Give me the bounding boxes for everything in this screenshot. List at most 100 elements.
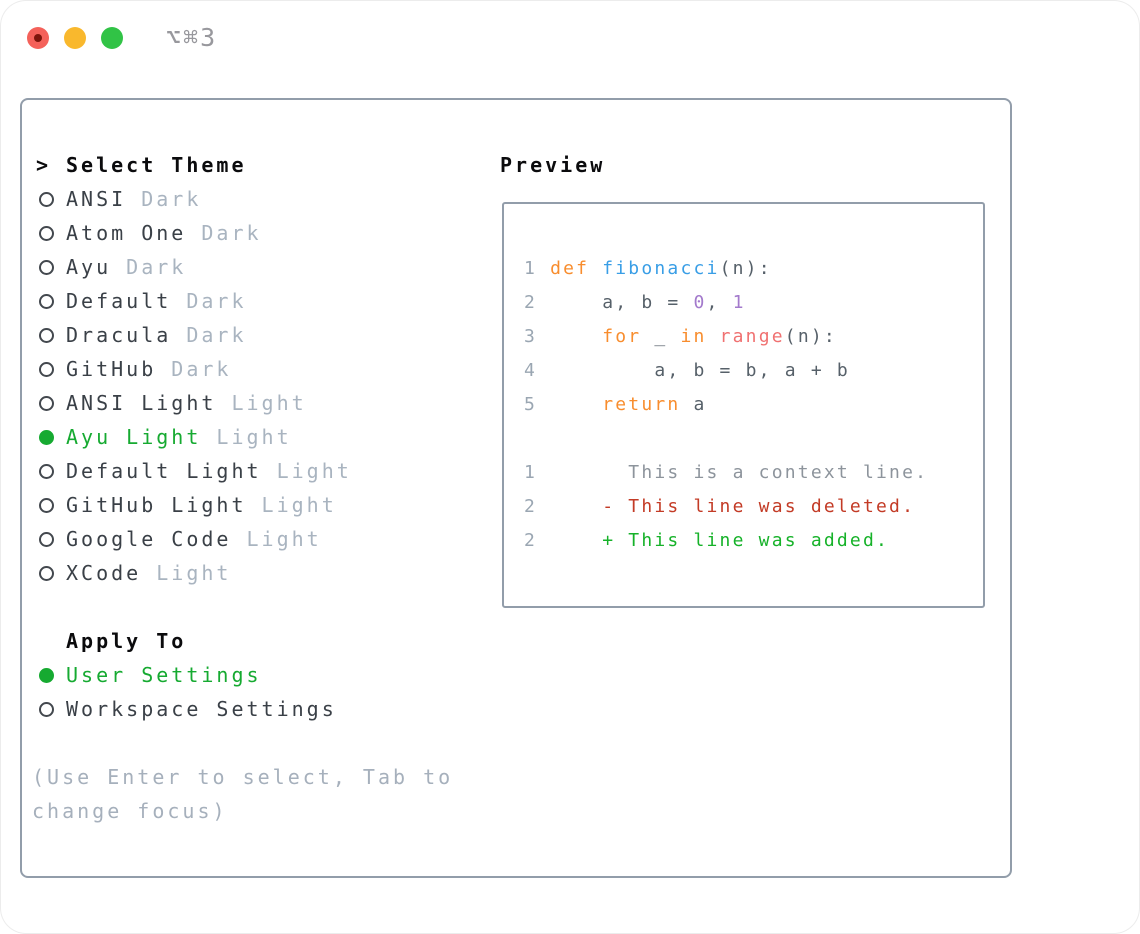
radio-unselected-icon: [39, 293, 54, 309]
code-token-context: This is a context line.: [550, 462, 929, 483]
radio-unselected-icon: [39, 191, 54, 207]
option-label: XCode: [66, 561, 142, 585]
code-token-fg: [550, 394, 602, 415]
radio-unselected-icon: [39, 395, 54, 411]
code-token-fg: [550, 326, 602, 347]
variant-tag: Dark: [186, 221, 262, 245]
radio-unselected-icon: [39, 701, 54, 717]
code-token-builtin: range: [719, 326, 785, 347]
line-number: 2: [524, 530, 551, 551]
code-token-fg: a: [680, 394, 707, 415]
theme-option[interactable]: Ayu Light Light: [36, 420, 496, 454]
window-title: ⌥⌘3: [166, 23, 218, 52]
code-token-fg: a, b =: [550, 292, 694, 313]
option-label: Atom One: [66, 221, 187, 245]
code-token-fg: (n):: [784, 326, 837, 347]
code-token-fg: [707, 326, 720, 347]
theme-option[interactable]: GitHub Dark: [36, 352, 496, 386]
option-label: GitHub: [66, 357, 157, 381]
option-label: User Settings: [66, 663, 262, 687]
apply-to-option[interactable]: Workspace Settings: [36, 692, 496, 726]
theme-option[interactable]: Default Light Light: [36, 454, 496, 488]
preview-header: Preview: [500, 153, 606, 177]
radio-unselected-icon: [39, 463, 54, 479]
variant-tag: Light: [216, 391, 307, 415]
option-label: GitHub Light: [66, 493, 247, 517]
radio-unselected-icon: [39, 531, 54, 547]
radio-unselected-icon: [39, 225, 54, 241]
option-label: Google Code: [66, 527, 232, 551]
theme-option[interactable]: XCode Light: [36, 556, 496, 590]
code-token-keyword: for: [602, 326, 642, 347]
select-theme-header-row: > Select Theme: [36, 148, 496, 182]
code-token-added: + This line was added.: [550, 530, 890, 551]
apply-to-header-row: Apply To: [36, 624, 496, 658]
code-line: 1 This is a context line.: [524, 456, 983, 490]
line-number: 1: [524, 462, 551, 483]
radio-unselected-icon: [39, 327, 54, 343]
variant-tag: Dark: [171, 289, 247, 313]
theme-option[interactable]: Default Dark: [36, 284, 496, 318]
option-label: Ayu Light: [66, 425, 202, 449]
unsaved-dot-icon: [34, 34, 42, 42]
zoom-button[interactable]: [101, 27, 123, 49]
option-label: Dracula: [66, 323, 172, 347]
code-line: 1 def fibonacci(n):: [524, 252, 983, 286]
option-label: Default: [66, 289, 172, 313]
theme-option[interactable]: Dracula Dark: [36, 318, 496, 352]
prompt-icon: >: [36, 153, 52, 177]
code-blank-line: [524, 422, 983, 456]
line-number: 5: [524, 394, 551, 415]
code-token-number: 1: [732, 292, 746, 313]
code-token-fg: ,: [706, 292, 733, 313]
code-token-fg: a, b = b, a + b: [550, 360, 850, 381]
variant-tag: Dark: [111, 255, 187, 279]
radio-unselected-icon: [39, 361, 54, 377]
line-number: 4: [524, 360, 551, 381]
code-line: 2 - This line was deleted.: [524, 490, 983, 524]
variant-tag: Light: [201, 425, 292, 449]
variant-tag: Dark: [156, 357, 232, 381]
radio-selected-icon: [39, 429, 54, 445]
code-line: 2 a, b = 0, 1: [524, 286, 983, 320]
variant-tag: Light: [261, 459, 352, 483]
theme-option[interactable]: GitHub Light Light: [36, 488, 496, 522]
code-line: 4 a, b = b, a + b: [524, 354, 983, 388]
option-label: ANSI: [66, 187, 127, 211]
radio-unselected-icon: [39, 565, 54, 581]
code-token-fg: (n):: [719, 258, 772, 279]
code-token-keyword: def: [550, 258, 603, 279]
code-line: 3 for _ in range(n):: [524, 320, 983, 354]
theme-option[interactable]: ANSI Dark: [36, 182, 496, 216]
code-line: 2 + This line was added.: [524, 524, 983, 558]
theme-option[interactable]: Ayu Dark: [36, 250, 496, 284]
code-line: 5 return a: [524, 388, 983, 422]
apply-to-header: Apply To: [66, 629, 187, 653]
code-token-keyword: return: [602, 394, 681, 415]
radio-unselected-icon: [39, 497, 54, 513]
minimize-button[interactable]: [64, 27, 86, 49]
theme-option[interactable]: ANSI Light Light: [36, 386, 496, 420]
option-label: Default Light: [66, 459, 262, 483]
apply-to-option[interactable]: User Settings: [36, 658, 496, 692]
code-token-deleted: - This line was deleted.: [550, 496, 916, 517]
close-button[interactable]: [27, 27, 49, 49]
option-label: Ayu: [66, 255, 112, 279]
variant-tag: Dark: [126, 187, 202, 211]
variant-tag: Light: [141, 561, 232, 585]
line-number: 3: [524, 326, 551, 347]
variant-tag: Dark: [171, 323, 247, 347]
radio-unselected-icon: [39, 259, 54, 275]
code-token-function: fibonacci: [602, 258, 720, 279]
code-blank-line: [524, 558, 983, 592]
theme-option[interactable]: Google Code Light: [36, 522, 496, 556]
option-label: Workspace Settings: [66, 697, 337, 721]
keyboard-hint: (Use Enter to select, Tab to change focu…: [32, 765, 454, 823]
radio-selected-icon: [39, 667, 54, 683]
theme-option[interactable]: Atom One Dark: [36, 216, 496, 250]
